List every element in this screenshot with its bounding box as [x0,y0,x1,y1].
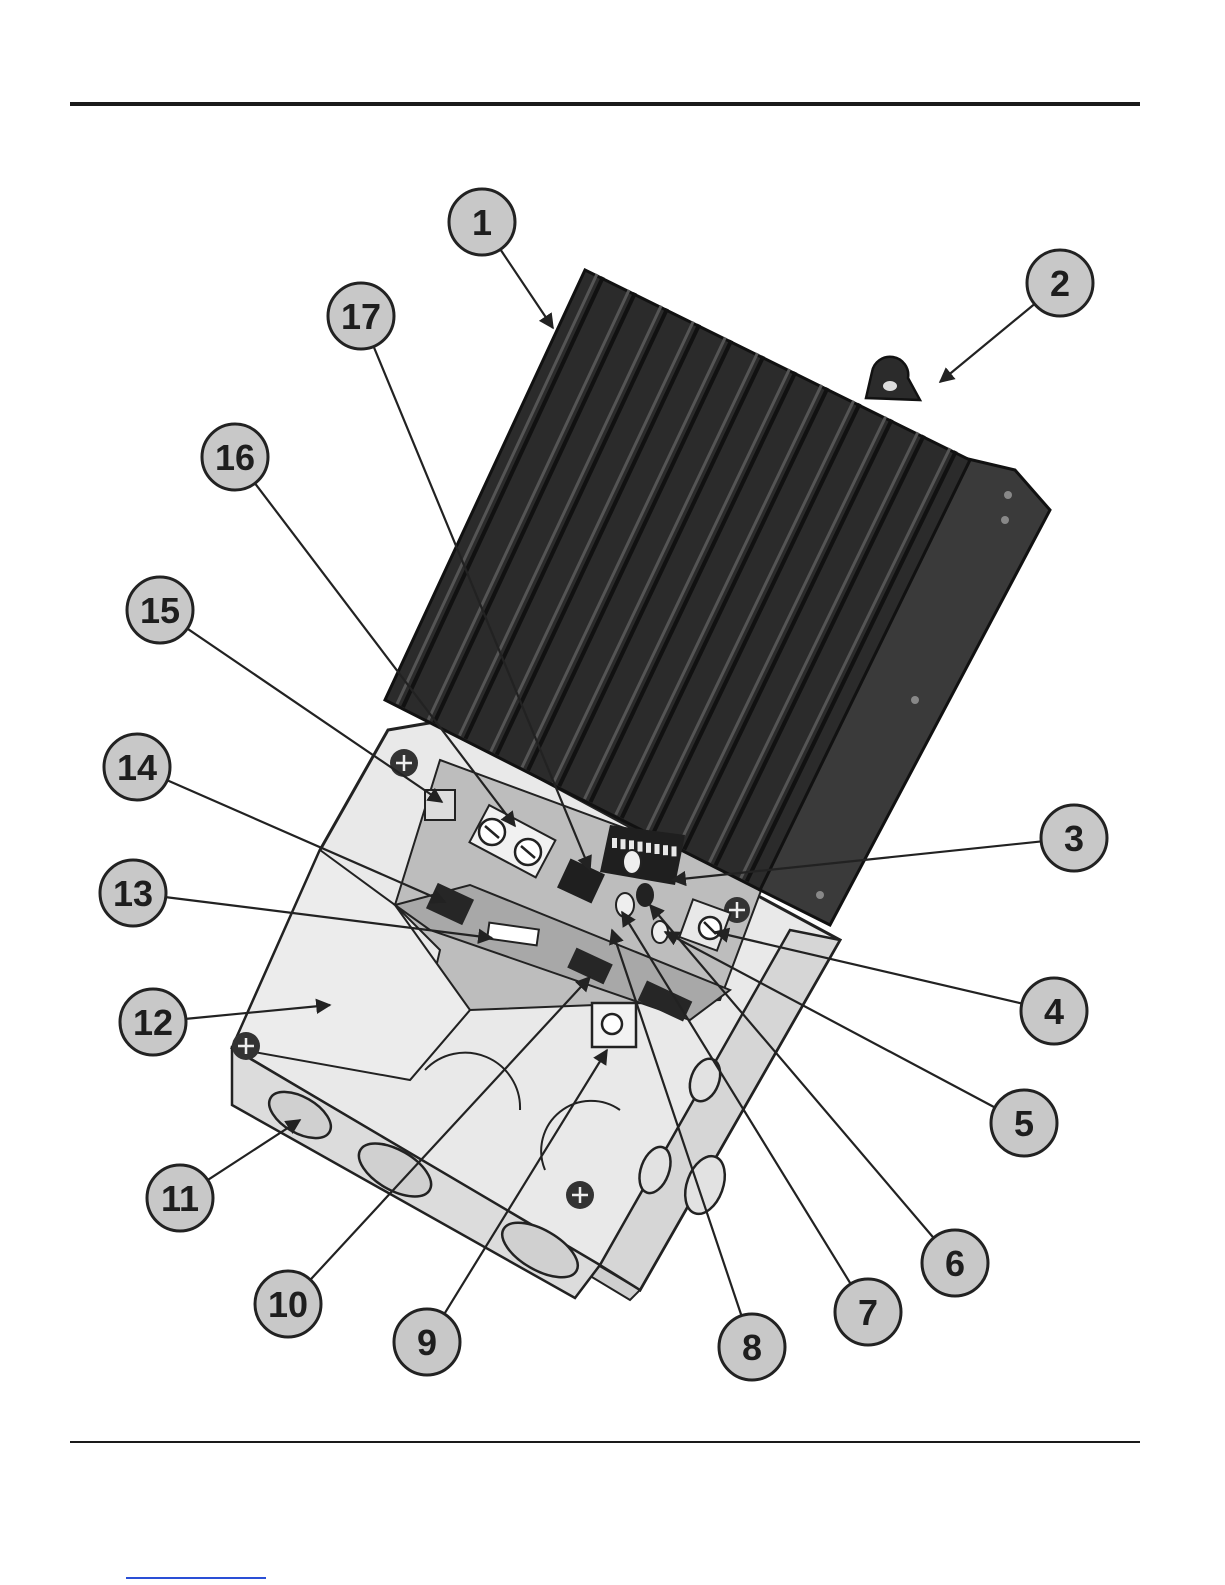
callout-number: 16 [215,437,255,478]
callout-2: 2 [1027,250,1093,316]
side-bolt [816,891,824,899]
callout-10: 10 [255,1271,321,1337]
ground-lug [592,1003,636,1047]
callout-leader-1 [500,249,553,328]
dip-switch-lever [612,838,617,848]
callout-number: 6 [945,1243,965,1284]
mounting-tab [866,357,920,400]
screw [566,1181,594,1209]
callout-number: 2 [1050,263,1070,304]
callout-number: 12 [133,1002,173,1043]
callout-leader-11 [208,1120,300,1180]
callout-7: 7 [835,1279,901,1345]
callout-number: 15 [140,590,180,631]
dip-switch-lever [663,845,668,855]
callout-5: 5 [991,1090,1057,1156]
callout-number: 1 [472,202,492,243]
callout-4: 4 [1021,978,1087,1044]
callout-14: 14 [104,734,170,800]
callout-11: 11 [147,1165,213,1231]
callout-12: 12 [120,989,186,1055]
side-bolt [911,696,919,704]
callout-3: 3 [1041,805,1107,871]
side-bolt [1004,491,1012,499]
callout-number: 11 [161,1178,199,1219]
callout-9: 9 [394,1309,460,1375]
callout-6: 6 [922,1230,988,1296]
callout-number: 9 [417,1322,437,1363]
screw [232,1032,260,1060]
dip-switch-lever [655,844,660,854]
side-bolt [1001,516,1009,524]
callout-8: 8 [719,1314,785,1380]
callout-16: 16 [202,424,268,490]
callout-15: 15 [127,577,193,643]
callout-leader-2 [940,304,1035,382]
callout-number: 3 [1064,818,1084,859]
callout-17: 17 [328,283,394,349]
callout-number: 8 [742,1327,762,1368]
callout-number: 17 [341,296,381,337]
callout-1: 1 [449,189,515,255]
dip-switch-lever [638,842,643,852]
callout-13: 13 [100,860,166,926]
callout-number: 14 [117,747,157,788]
callout-number: 4 [1044,991,1064,1032]
dip-switch-lever [672,846,677,856]
dip-switch-lever [629,840,634,850]
callout-number: 7 [858,1292,878,1333]
callout-number: 5 [1014,1103,1034,1144]
dip-switch-lever [646,843,651,853]
dip-switch-lever [621,839,626,849]
callout-leader-15 [187,629,442,802]
callout-number: 10 [268,1284,308,1325]
callout-number: 13 [113,873,153,914]
screw [390,749,418,777]
